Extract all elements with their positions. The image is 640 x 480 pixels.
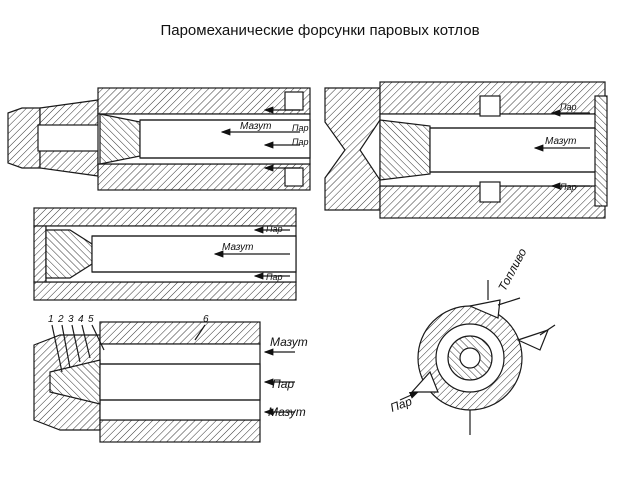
label-steam-1a: Пар	[292, 123, 309, 133]
nozzle-drawing-4	[33, 321, 295, 443]
label-fuel-oil-4a: Мазут	[270, 335, 308, 349]
label-fuel: Топливо	[495, 246, 529, 294]
label-fuel-oil-1: Мазут	[240, 121, 271, 132]
nozzle-drawing-3	[33, 207, 297, 301]
nozzle-drawing-1	[7, 87, 311, 191]
page-title: Паромеханические форсунки паровых котлов	[160, 22, 480, 39]
label-fuel-oil-4b: Мазут	[268, 405, 306, 419]
nozzle-drawing-2	[324, 81, 608, 219]
part-number-4: 4	[78, 314, 84, 325]
label-fuel-oil-2: Мазут	[545, 136, 576, 147]
part-number-1: 1	[48, 314, 54, 325]
part-number-5: 5	[88, 314, 94, 325]
label-steam-5: Пар	[388, 394, 414, 415]
label-fuel-oil-3: Мазут	[222, 242, 253, 253]
part-number-6: 6	[203, 314, 209, 325]
label-steam-3a: Пар	[266, 224, 283, 234]
part-number-3: 3	[68, 314, 74, 325]
part-number-2: 2	[57, 314, 64, 325]
label-steam-3b: Пар	[266, 272, 283, 282]
label-steam-1b: Пар	[292, 137, 309, 147]
swirl-cross-section	[399, 280, 556, 435]
label-steam-4: Пар	[272, 377, 294, 391]
label-steam-2a: Пар	[560, 102, 577, 112]
label-steam-2b: Пар	[560, 182, 577, 192]
